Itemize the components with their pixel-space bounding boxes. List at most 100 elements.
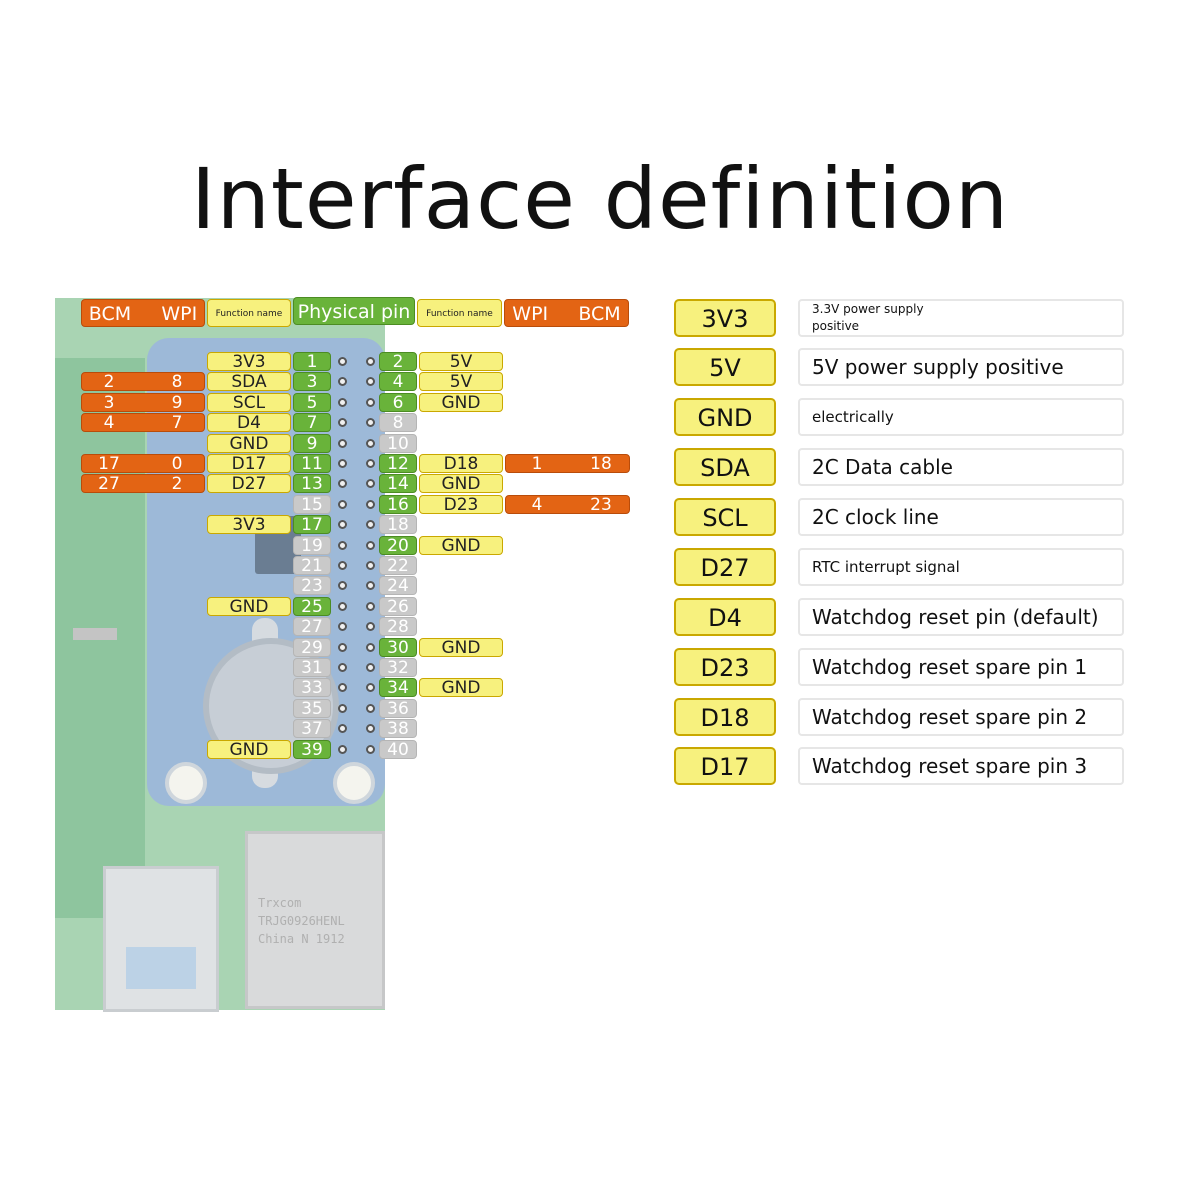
header-pin-dot: [366, 561, 375, 570]
function-name-left: 3V3: [207, 352, 291, 371]
header-bcm-right: BCM: [578, 303, 621, 325]
header-pin-dot: [366, 541, 375, 550]
bcm-value: 17: [98, 454, 120, 473]
physical-pin-24: 24: [379, 576, 417, 595]
physical-pin-38: 38: [379, 719, 417, 738]
physical-pin-7: 7: [293, 413, 331, 432]
function-name-right: GND: [419, 678, 503, 697]
header-pin-dot: [366, 500, 375, 509]
function-name-left: SCL: [207, 393, 291, 412]
function-name-right: GND: [419, 638, 503, 657]
legend-description: Watchdog reset spare pin 1: [798, 648, 1124, 686]
header-pin-dot: [366, 663, 375, 672]
header-pin-dot: [338, 602, 347, 611]
header-pin-dot: [338, 418, 347, 427]
wpi-value: 2: [171, 474, 183, 493]
header-function-left: Function name: [207, 299, 291, 327]
function-name-left: D17: [207, 454, 291, 473]
physical-pin-19: 19: [293, 536, 331, 555]
bcm-value: 18: [590, 454, 612, 473]
ethernet-label: Trxcom TRJG0926HENL China N 1912: [258, 894, 372, 948]
physical-pin-35: 35: [293, 699, 331, 718]
header-pin-dot: [338, 724, 347, 733]
function-name-left: D27: [207, 474, 291, 493]
header-pin-dot: [366, 704, 375, 713]
legend-description: electrically: [798, 398, 1124, 436]
physical-pin-4: 4: [379, 372, 417, 391]
header-pin-dot: [338, 479, 347, 488]
physical-pin-13: 13: [293, 474, 331, 493]
header-pin-dot: [338, 459, 347, 468]
header-pin-dot: [366, 602, 375, 611]
physical-pin-33: 33: [293, 678, 331, 697]
physical-pin-15: 15: [293, 495, 331, 514]
legend-key: D18: [674, 698, 776, 736]
bcm-value: 4: [103, 413, 115, 432]
mounting-hole-left: [165, 762, 207, 804]
legend-row-gnd: GND electrically: [674, 398, 1126, 436]
legend-description: 2C Data cable: [798, 448, 1124, 486]
header-bcm-wpi-left: BCM WPI: [81, 299, 205, 327]
wpi-value: 1: [531, 454, 543, 473]
wpi-value: 9: [171, 393, 183, 412]
legend-description: Watchdog reset spare pin 3: [798, 747, 1124, 785]
function-name-left: 3V3: [207, 515, 291, 534]
physical-pin-22: 22: [379, 556, 417, 575]
header-pin-dot: [338, 561, 347, 570]
header-wpi-left: WPI: [161, 303, 198, 325]
legend-description: 2C clock line: [798, 498, 1124, 536]
physical-pin-30: 30: [379, 638, 417, 657]
physical-pin-12: 12: [379, 454, 417, 473]
wpi-value: 8: [171, 372, 183, 391]
physical-pin-25: 25: [293, 597, 331, 616]
physical-pin-34: 34: [379, 678, 417, 697]
header-pin-dot: [338, 500, 347, 509]
physical-pin-6: 6: [379, 393, 417, 412]
header-pin-dot: [366, 724, 375, 733]
legend-description: 3.3V power supply positive: [798, 299, 1124, 337]
physical-pin-17: 17: [293, 515, 331, 534]
header-pin-dot: [366, 459, 375, 468]
header-pin-dot: [338, 541, 347, 550]
physical-pin-29: 29: [293, 638, 331, 657]
legend-key: D4: [674, 598, 776, 636]
header-wpi-right: WPI: [512, 303, 549, 325]
physical-pin-11: 11: [293, 454, 331, 473]
physical-pin-20: 20: [379, 536, 417, 555]
physical-pin-36: 36: [379, 699, 417, 718]
wpi-bcm-left: 27 2: [81, 474, 205, 493]
header-pin-dot: [366, 643, 375, 652]
header-pin-dot: [338, 357, 347, 366]
legend-key: GND: [674, 398, 776, 436]
pcb-connector: [73, 628, 117, 640]
function-name-left: GND: [207, 597, 291, 616]
page-title: Interface definition: [190, 150, 1010, 248]
header-pin-dot: [338, 683, 347, 692]
bcm-value: 2: [103, 372, 115, 391]
bcm-value: 27: [98, 474, 120, 493]
function-name-right: D23: [419, 495, 503, 514]
function-name-left: GND: [207, 434, 291, 453]
header-pin-dot: [366, 581, 375, 590]
function-name-right: 5V: [419, 352, 503, 371]
header-pin-dot: [366, 439, 375, 448]
header-pin-dot: [338, 520, 347, 529]
ethernet-label-line: China N 1912: [258, 932, 345, 946]
physical-pin-32: 32: [379, 658, 417, 677]
header-pin-dot: [338, 377, 347, 386]
header-pin-dot: [366, 418, 375, 427]
physical-pin-40: 40: [379, 740, 417, 759]
function-name-right: GND: [419, 393, 503, 412]
header-pin-dot: [338, 398, 347, 407]
function-name-left: D4: [207, 413, 291, 432]
physical-pin-37: 37: [293, 719, 331, 738]
ethernet-label-line: TRJG0926HENL: [258, 914, 345, 928]
physical-pin-5: 5: [293, 393, 331, 412]
